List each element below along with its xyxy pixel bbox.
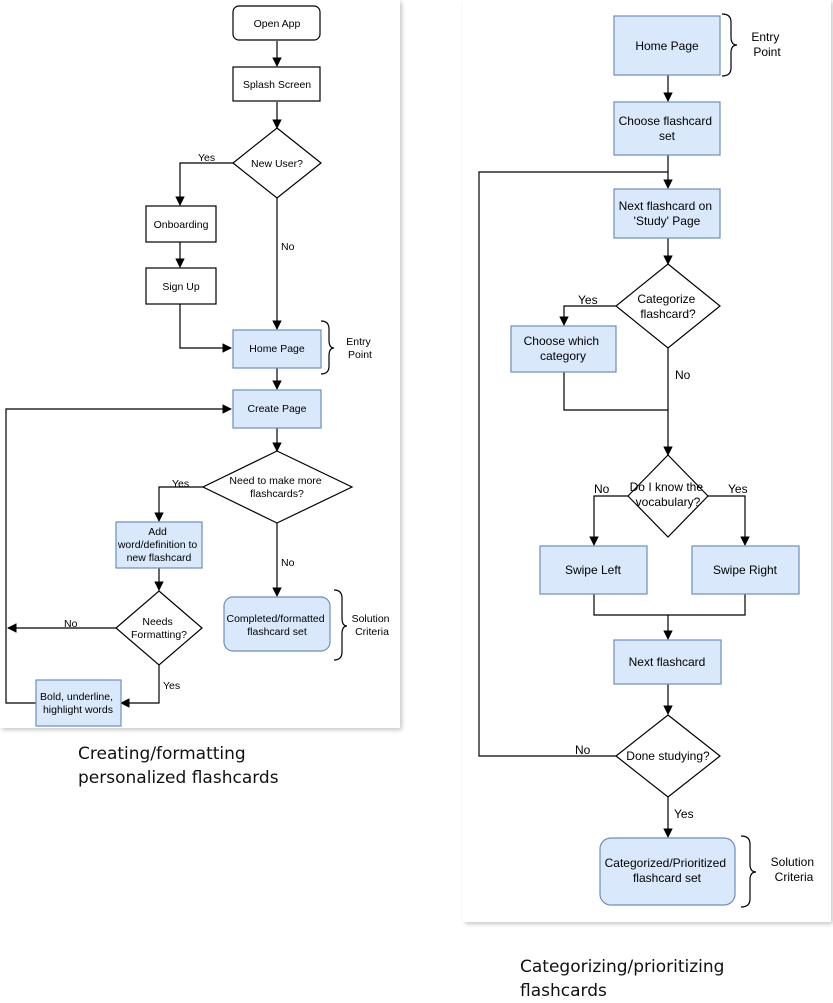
categorized-set-label: Categorized/Prioritized flashcard set (605, 856, 730, 885)
solution-criteria-note-2: Solution Criteria (771, 855, 818, 884)
edge-label-yes: Yes (578, 293, 598, 307)
need-more-decision (201, 450, 354, 524)
edge-label-yes: Yes (728, 482, 748, 496)
flow2-caption-line: Categorizing/prioritizing (520, 957, 725, 977)
entry-point-note-2: Entry Point (751, 30, 782, 59)
flow1-text: Open App Splash Screen New User? Onboard… (40, 18, 393, 716)
sign-up-label: Sign Up (162, 281, 200, 293)
flow1-caption: Creating/formatting personalized flashca… (78, 742, 279, 790)
edge-label-yes: Yes (163, 680, 180, 692)
solution-brace (333, 589, 348, 661)
edge-label-no: No (281, 241, 295, 253)
flow1-caption-line: Creating/formatting (78, 744, 246, 764)
new-user-decision (232, 127, 322, 199)
bold-underline-label: Bold, underline, highlight words (40, 691, 116, 716)
splash-screen-label: Splash Screen (243, 79, 311, 91)
create-page-node (232, 389, 322, 429)
splash-screen-node (232, 66, 321, 102)
done-studying-decision (615, 714, 721, 798)
edge-label-no: No (64, 618, 78, 630)
flow1-caption-line: personalized flashcards (78, 768, 279, 788)
edge-label-no: No (594, 482, 610, 496)
onboarding-node (145, 205, 217, 243)
create-page-label: Create Page (248, 403, 307, 415)
categorized-set-node (599, 837, 736, 906)
entry-brace-2 (721, 13, 738, 77)
needs-formatting-label: Needs Formatting? (131, 616, 187, 641)
solution-criteria-note: Solution Criteria (352, 613, 393, 638)
flow2-edges (478, 75, 750, 838)
flow2-text: Home Page Choose flashcard set Next flas… (524, 30, 818, 885)
edge-label-no: No (281, 557, 295, 569)
flow2-caption-line: flashcards (520, 981, 607, 1001)
entry-brace (320, 320, 335, 375)
edge-label-no: No (675, 368, 691, 382)
next-flashcard-node (613, 639, 722, 685)
onboarding-label: Onboarding (154, 219, 209, 231)
know-vocab-decision (627, 454, 709, 538)
flow2-nodes (510, 13, 800, 908)
choose-category-label: Choose which category (524, 334, 603, 363)
swipe-left-label: Swipe Left (565, 563, 622, 577)
next-study-node (613, 188, 721, 239)
need-more-label: Need to make more flashcards? (229, 475, 324, 500)
entry-point-note: Entry Point (346, 336, 373, 361)
sign-up-node (145, 267, 217, 305)
add-word-node (115, 521, 203, 569)
open-app-label: Open App (254, 18, 301, 30)
completed-set-node (223, 596, 331, 652)
add-word-label: Add word/definition to new flashcard (117, 526, 200, 564)
bold-underline-node (35, 679, 122, 727)
home-page-label-2: Home Page (635, 39, 699, 53)
choose-set-label: Choose flashcard set (619, 114, 716, 143)
done-studying-label: Done studying? (626, 749, 710, 763)
categorize-label: Categorize flashcard? (637, 292, 698, 321)
home-page-node-2 (613, 15, 721, 76)
new-user-label: New User? (251, 158, 303, 170)
solution-brace-2 (740, 835, 757, 908)
choose-category-node (510, 325, 617, 373)
swipe-right-label: Swipe Right (713, 563, 778, 577)
next-flashcard-label: Next flashcard (629, 655, 706, 669)
open-app-node (232, 5, 321, 41)
home-page-label: Home Page (249, 343, 305, 355)
flow1-edges (5, 41, 282, 708)
flow2-caption: Categorizing/prioritizing flashcards (520, 955, 724, 1003)
know-vocab-label: Do I know the vocabulary? (630, 480, 707, 509)
swipe-left-node (539, 545, 648, 595)
categorize-decision (615, 263, 721, 349)
choose-set-node (613, 101, 721, 156)
needs-formatting-decision (115, 590, 203, 666)
edge-label-yes: Yes (172, 478, 189, 490)
edge-label-no: No (575, 743, 591, 757)
flow1-nodes (35, 5, 354, 727)
next-study-label: Next flashcard on 'Study' Page (619, 199, 716, 228)
panel-left (0, 0, 400, 728)
swipe-right-node (691, 545, 800, 595)
edge-label-yes: Yes (198, 152, 215, 164)
completed-set-label: Completed/formatted flashcard set (227, 613, 328, 638)
edge-label-yes: Yes (674, 807, 694, 821)
home-page-node (232, 329, 322, 369)
